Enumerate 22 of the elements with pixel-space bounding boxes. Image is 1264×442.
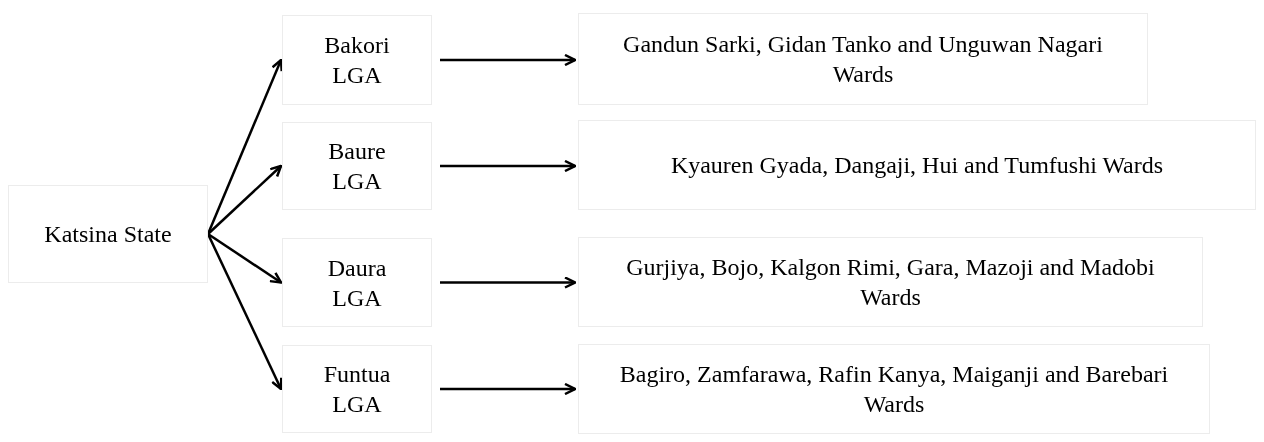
arrow (207, 164, 283, 235)
node-label: Bakori LGA (323, 31, 391, 90)
node-label: Bagiro, Zamfarawa, Rafin Kanya, Maiganji and Barebari Wards (618, 360, 1170, 419)
arrow (207, 232, 283, 284)
node-label: Gurjiya, Bojo, Kalgon Rimi, Gara, Mazoji and Madobi Wards (625, 253, 1156, 312)
node-label: Daura LGA (326, 253, 388, 313)
node-label: Katsina State (44, 220, 172, 249)
node-label: Funtua LGA (322, 360, 392, 419)
arrow (440, 53, 577, 67)
arrow (440, 276, 577, 289)
arrow (440, 382, 577, 396)
text-box (282, 345, 432, 433)
node-label: Kyauren Gyada, Dangaji, Hui and Tumfushi Wards (670, 151, 1164, 180)
arrow (206, 58, 283, 235)
arrow (206, 233, 283, 391)
text-box (282, 122, 432, 210)
arrow (440, 159, 577, 173)
text-box (282, 15, 432, 105)
node-label: Gandun Sarki, Gidan Tanko and Unguwan Nagari Wards (622, 30, 1104, 89)
node-label: Baure LGA (327, 137, 387, 196)
text-box (8, 185, 208, 283)
text-box (282, 238, 432, 327)
